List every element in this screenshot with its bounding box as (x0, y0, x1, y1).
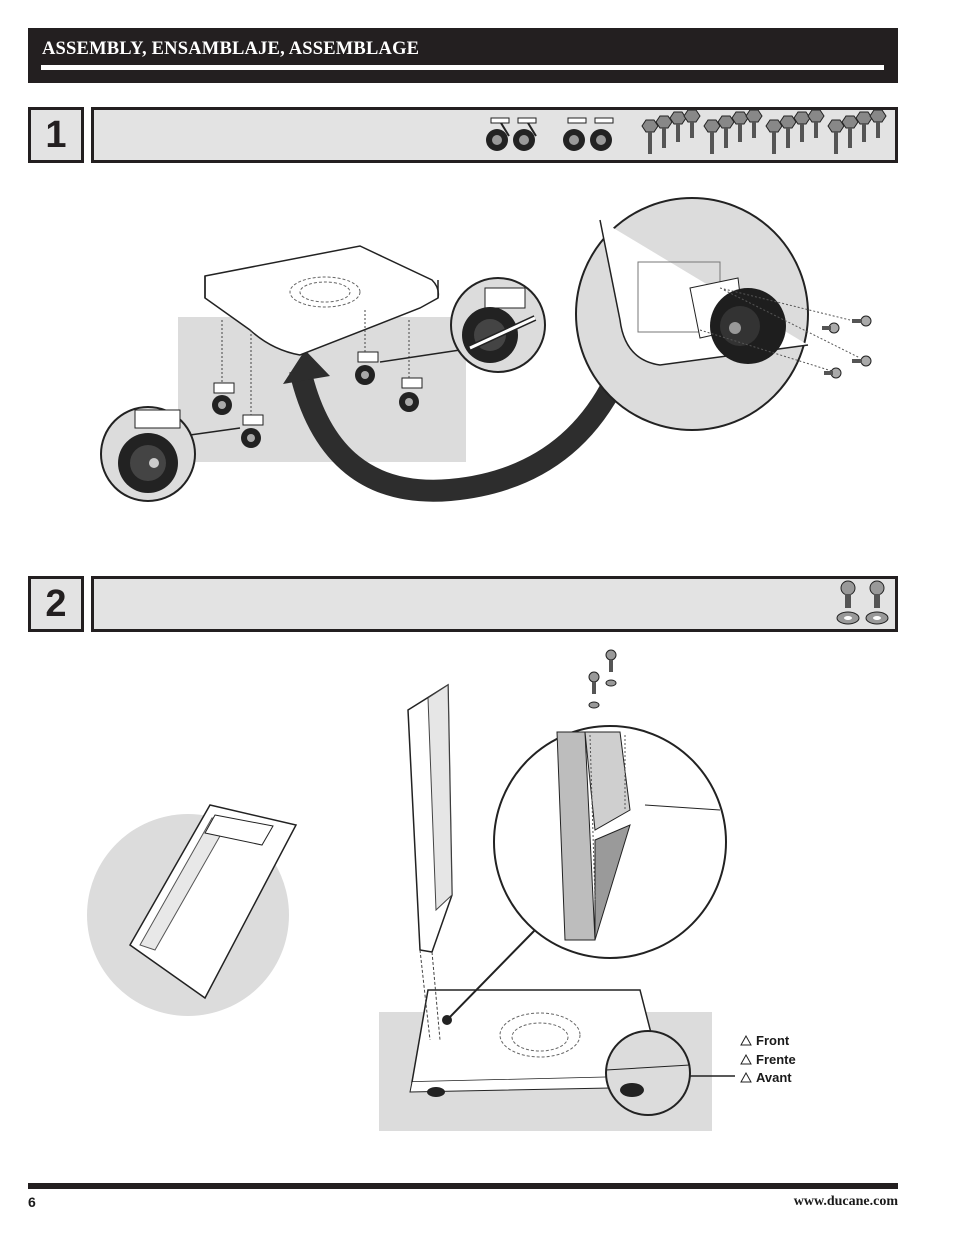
bolt-icon (822, 322, 840, 334)
bolt-icon (605, 649, 617, 687)
front-label-group: Front Frente Avant (740, 1033, 796, 1085)
step-2-parts-bar (91, 576, 898, 632)
washer-icon (836, 611, 860, 625)
caster-icon (513, 117, 537, 151)
footer-rule (28, 1183, 898, 1189)
section-header: ASSEMBLY, ENSAMBLAJE, ASSEMBLAGE (28, 28, 898, 83)
bolt-icon (588, 671, 600, 709)
bolt-group-icon (641, 109, 701, 154)
step-2-number: 2 (28, 576, 84, 632)
bolt-icon (869, 580, 885, 608)
page-number: 6 (28, 1194, 36, 1210)
caster-front-detail (605, 1030, 691, 1116)
front-label-en: Front (756, 1033, 790, 1048)
caster-small (399, 377, 423, 412)
caster-icon (590, 117, 614, 151)
caster-detail-right (450, 277, 546, 373)
bolt-group-icon (827, 109, 887, 154)
step-1-illustration (100, 197, 872, 502)
caster-small (355, 351, 379, 385)
caster-small (212, 382, 235, 415)
bolt-icon (840, 580, 856, 608)
bolt-group-icon (703, 109, 763, 154)
step-2-illustration: Front Frente Avant (87, 649, 796, 1131)
bolt-icon (852, 315, 872, 327)
warning-triangle-icon (740, 1071, 752, 1083)
front-label-es: Frente (756, 1052, 796, 1067)
website-link[interactable]: www.ducane.com (793, 1194, 898, 1209)
warning-triangle-icon (740, 1034, 752, 1046)
caster-icon (486, 117, 510, 151)
section-title: ASSEMBLY, ENSAMBLAJE, ASSEMBLAGE (42, 39, 420, 59)
side-panel-detail (87, 804, 298, 1016)
bolt-icon (824, 367, 842, 379)
front-label-fr: Avant (756, 1070, 792, 1085)
step-2-parts-icons (836, 580, 889, 625)
bracket-detail (493, 725, 727, 959)
header-underline (41, 65, 884, 70)
flip-arrow (289, 367, 620, 502)
caster-detail-left (100, 406, 196, 502)
side-panel (407, 683, 453, 1041)
caster-small (241, 414, 264, 448)
cart-base (204, 245, 440, 356)
bolt-group-icon (765, 109, 825, 154)
bolt-icon (852, 355, 872, 367)
washer-icon (865, 611, 889, 625)
corner-detail (575, 197, 872, 431)
step-1-number: 1 (28, 107, 84, 163)
step-1-parts-icons (486, 109, 887, 154)
caster-icon (563, 117, 587, 151)
warning-triangle-icon (740, 1053, 752, 1065)
